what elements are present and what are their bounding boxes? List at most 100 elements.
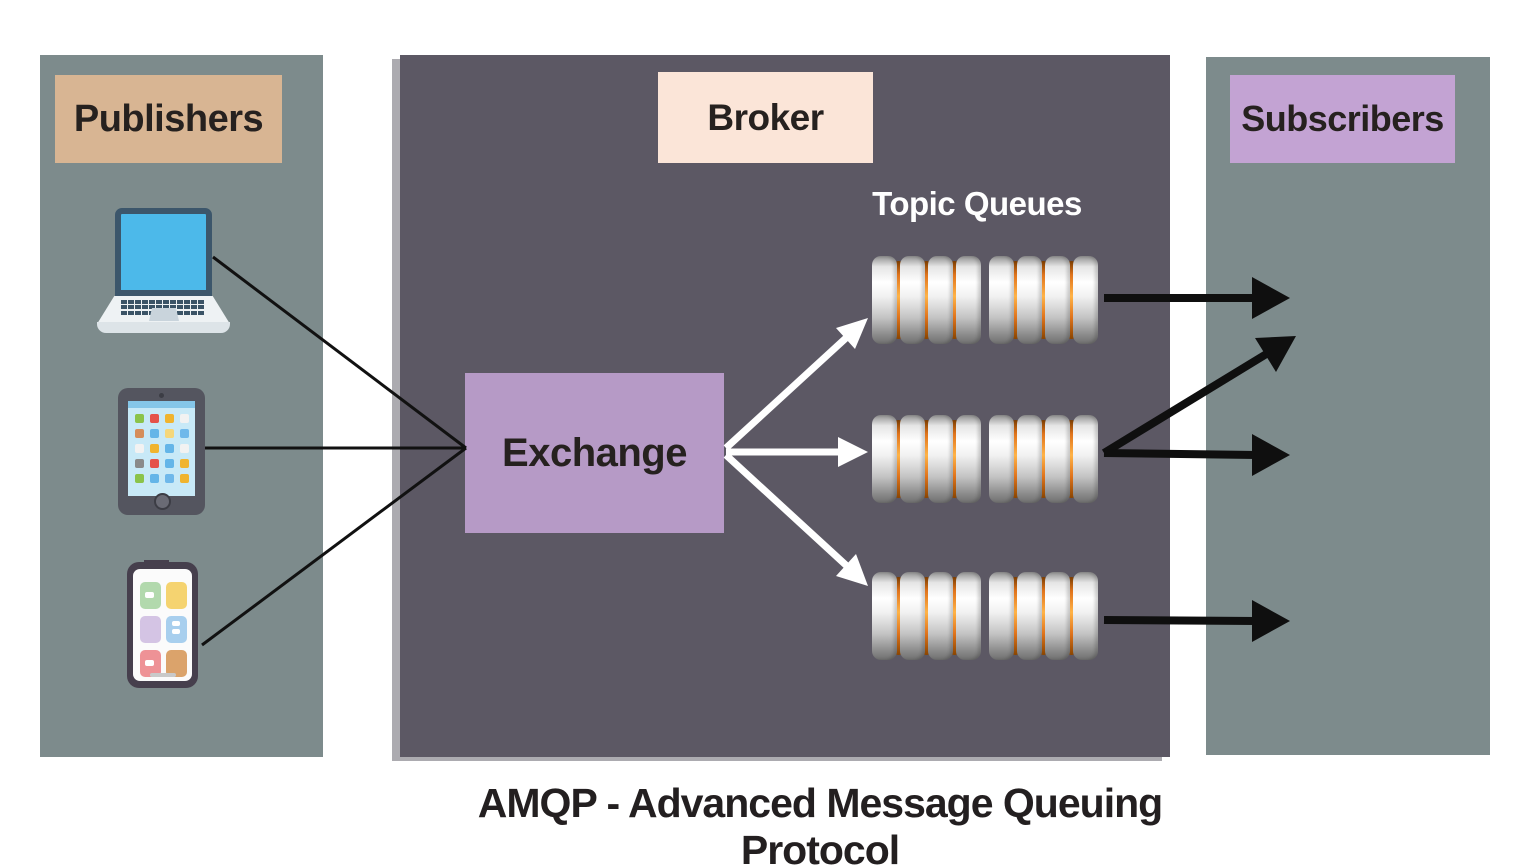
tablet-app-tile	[150, 429, 159, 438]
queue-disk	[1045, 572, 1070, 660]
smartphone-app-tile	[140, 582, 161, 609]
smartphone-icon	[127, 560, 198, 688]
laptop-key	[184, 310, 190, 315]
laptop-key	[121, 305, 127, 310]
laptop-key	[142, 310, 148, 315]
tablet-app-tile	[135, 429, 144, 438]
queue-disk	[900, 256, 925, 344]
tablet-app-tile	[150, 444, 159, 453]
tablet-app-tile	[180, 414, 189, 423]
laptop-key	[170, 300, 176, 304]
laptop-key	[191, 310, 197, 315]
tablet-statusbar	[128, 401, 195, 408]
smartphone-notch	[144, 560, 169, 567]
queue-gap	[981, 256, 989, 344]
tablet-app-tile	[135, 444, 144, 453]
laptop-key	[191, 305, 197, 310]
queue-disk	[1073, 415, 1098, 503]
laptop-key	[128, 305, 134, 310]
queue-disk	[1073, 572, 1098, 660]
app-tile-dot	[145, 660, 154, 666]
queue-ring	[895, 261, 902, 339]
queue-disk	[1017, 572, 1042, 660]
tablet-icon	[118, 388, 205, 515]
queue-ring	[895, 420, 902, 498]
publishers-title-text: Publishers	[73, 97, 264, 140]
laptop-key	[156, 305, 162, 310]
queue-ring	[951, 261, 958, 339]
smartphone-app-tile	[140, 650, 161, 677]
laptop-key	[198, 310, 204, 315]
queue-disk	[956, 572, 981, 660]
queue-disk	[928, 572, 953, 660]
laptop-key	[191, 300, 197, 304]
laptop-key	[149, 305, 155, 310]
exchange-node: Exchange	[465, 373, 724, 533]
queue-disk	[1045, 415, 1070, 503]
diagram-caption: AMQP - Advanced Message Queuing Protocol	[477, 780, 1163, 865]
queue-disk	[900, 415, 925, 503]
laptop-foot	[97, 322, 230, 333]
laptop-key	[135, 305, 141, 310]
laptop-icon	[97, 208, 230, 334]
laptop-key	[177, 300, 183, 304]
queue-disk	[872, 572, 897, 660]
tablet-app-tile	[180, 429, 189, 438]
exchange-label: Exchange	[502, 430, 687, 475]
queue-ring	[1012, 577, 1019, 655]
tablet-app-tile	[165, 444, 174, 453]
laptop-key	[121, 300, 127, 304]
queue-disk	[989, 256, 1014, 344]
broker-title-text: Broker	[707, 96, 824, 138]
queue-ring	[1012, 261, 1019, 339]
queue-disk	[1045, 256, 1070, 344]
queue-disk	[900, 572, 925, 660]
laptop-key	[198, 305, 204, 310]
tablet-app-tile	[135, 414, 144, 423]
queue-ring	[951, 577, 958, 655]
queue-disk	[989, 572, 1014, 660]
tablet-app-tile	[135, 474, 144, 483]
tablet-app-tile	[180, 459, 189, 468]
laptop-screen	[115, 208, 212, 296]
queue-disk	[872, 415, 897, 503]
topic-queue-2	[872, 415, 1098, 503]
queue-ring	[1040, 577, 1047, 655]
laptop-key	[163, 305, 169, 310]
topic-queues-label: Topic Queues	[872, 185, 1082, 222]
broker-title: Broker	[658, 72, 873, 163]
queue-disk	[956, 415, 981, 503]
queue-ring	[923, 577, 930, 655]
laptop-key	[121, 310, 127, 315]
topic-queue-1	[872, 256, 1098, 344]
laptop-key	[149, 300, 155, 304]
queue-disk	[1073, 256, 1098, 344]
laptop-key	[142, 300, 148, 304]
tablet-camera	[159, 393, 164, 398]
smartphone-app-tile	[166, 616, 187, 643]
queue-disk	[1017, 415, 1042, 503]
tablet-app-tile	[165, 429, 174, 438]
publishers-panel: Publishers	[40, 55, 323, 757]
laptop-key	[184, 305, 190, 310]
laptop-key	[177, 310, 183, 315]
subscribers-title: Subscribers	[1230, 75, 1455, 163]
smartphone-screen	[133, 569, 192, 681]
tablet-app-tile	[150, 459, 159, 468]
laptop-key	[135, 310, 141, 315]
queue-ring	[1012, 420, 1019, 498]
smartphone-app-tile	[166, 582, 187, 609]
queue-gap	[981, 572, 989, 660]
laptop-key	[156, 300, 162, 304]
queue-ring	[1068, 261, 1075, 339]
queue-disk	[928, 415, 953, 503]
tablet-app-tile	[180, 444, 189, 453]
queue-ring	[1068, 420, 1075, 498]
tablet-app-tile	[165, 459, 174, 468]
subscribers-panel: Subscribers	[1206, 57, 1490, 755]
publishers-title: Publishers	[55, 75, 282, 163]
tablet-app-tile	[165, 474, 174, 483]
app-tile-dot	[145, 592, 154, 598]
queue-disk	[989, 415, 1014, 503]
